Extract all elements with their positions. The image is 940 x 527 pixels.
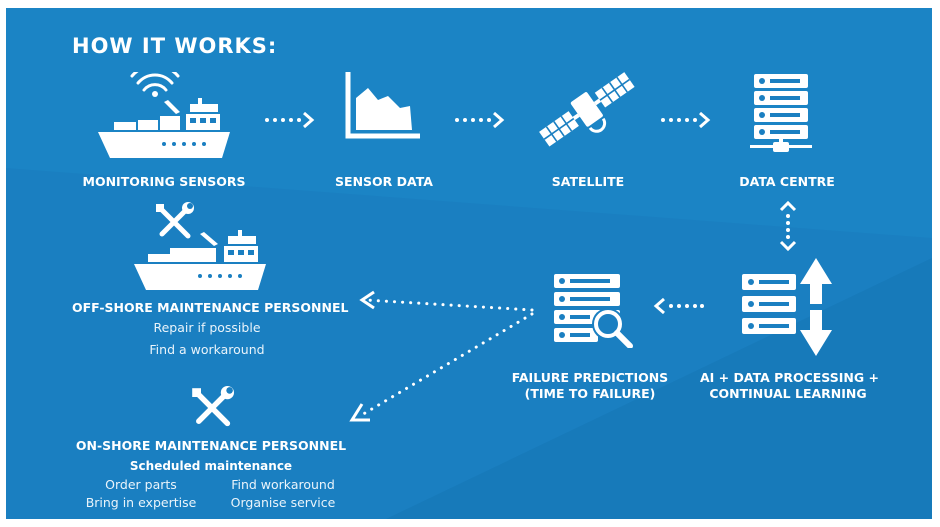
sensor-data-label: SENSOR DATA [335,174,433,189]
wrench-screwdriver-icon [192,386,234,427]
arrow-left-icon [653,298,704,314]
offshore-item: Repair if possible [153,320,261,335]
connector-to-offshore [364,298,534,312]
ai-processing-label-line2: CONTINUAL LEARNING [709,386,867,401]
offshore-label: OFF-SHORE MAINTENANCE PERSONNEL [72,300,349,315]
server-up-down-arrows-icon [742,258,832,356]
failure-predictions-label-line1: FAILURE PREDICTIONS [511,370,669,385]
arrow-right-icon [455,112,505,128]
page-title: HOW IT WORKS: [72,34,278,58]
onshore-subtitle: Scheduled maintenance [129,459,293,473]
server-magnifier-icon [554,274,633,348]
onshore-item: Order parts [105,477,177,492]
ai-processing-label-line1: AI + DATA PROCESSING + [700,370,879,385]
onshore-item: Find workaround [231,477,335,492]
ship-icon [134,230,266,290]
onshore-item: Bring in expertise [85,495,197,510]
dotted-connectors [349,290,534,422]
arrow-right-icon [265,112,315,128]
failure-predictions-label: FAILURE PREDICTIONS (TIME TO FAILURE) [502,370,678,402]
connector-to-onshore [358,312,534,418]
arrow-down-left-icon [349,403,370,422]
satellite-label: SATELLITE [551,174,625,189]
data-centre-label: DATA CENTRE [739,174,835,189]
failure-predictions-label-line2: (TIME TO FAILURE) [524,386,656,401]
ai-processing-label: AI + DATA PROCESSING + CONTINUAL LEARNIN… [700,370,879,402]
arrow-right-icon [661,112,711,128]
server-stack-icon [750,74,812,152]
onshore-item: Organise service [230,495,336,510]
arrow-up-down-icon [779,200,797,252]
satellite-icon [539,72,635,147]
monitoring-sensors-label: MONITORING SENSORS [82,174,246,189]
diagram-panel: HOW IT WORKS: MONITORING SENSORS SENSOR [6,8,932,519]
wrench-screwdriver-icon [156,202,194,239]
arrow-left-icon [359,290,375,310]
onshore-label: ON-SHORE MAINTENANCE PERSONNEL [75,438,347,453]
area-chart-icon [345,72,420,139]
offshore-item: Find a workaround [149,342,265,357]
ship-with-signal-icon [98,72,230,158]
